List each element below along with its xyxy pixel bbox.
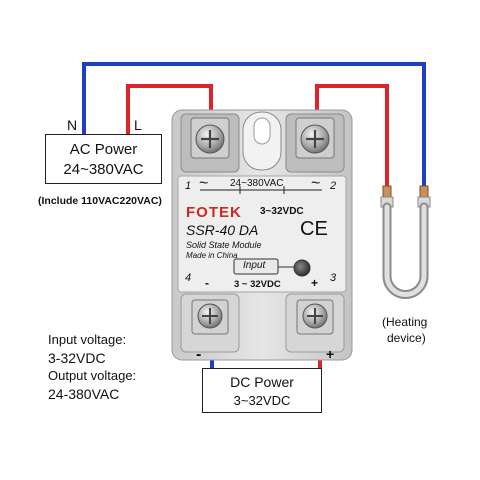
- dc-minus-label: -: [196, 346, 202, 363]
- output-range-label: 24~380VAC: [230, 178, 284, 189]
- ac-power-range: 24~380VAC: [63, 161, 144, 178]
- ac-symbol-right: ~: [311, 175, 321, 192]
- ce-mark: CE: [300, 218, 328, 240]
- output-voltage-label: Output voltage:: [48, 368, 137, 383]
- neutral-wire-ac-to-heater: [82, 62, 426, 190]
- led-indicator-icon: [293, 259, 311, 277]
- live-wire-terminal2-to-heater: [315, 84, 389, 190]
- ac-power-box: AC Power 24~380VAC: [45, 134, 162, 184]
- dc-plus-label: +: [326, 346, 335, 362]
- heater-label-line2: device): [387, 331, 426, 345]
- control-range-label: 3~32VDC: [260, 206, 304, 217]
- ac-l-label: L: [134, 117, 142, 133]
- dc-power-box: DC Power 3~32VDC: [202, 368, 322, 413]
- terminal-4-label: 4: [185, 272, 192, 284]
- ac-symbol-left: ~: [199, 175, 209, 192]
- brand-logo: FOTEK: [186, 204, 242, 221]
- ac-n-label: N: [67, 117, 78, 133]
- screw-terminal-icon: [190, 117, 230, 159]
- terminal-1-label: 1: [185, 180, 192, 192]
- screw-terminal-icon: [295, 117, 335, 159]
- screw-terminal-icon: [296, 299, 334, 335]
- model-label: SSR-40 DA: [186, 222, 259, 238]
- ac-power-note: (Include 110VAC220VAC): [38, 195, 162, 207]
- plus-sign: +: [311, 276, 319, 290]
- heater-label-line1: (Heating: [382, 315, 428, 329]
- input-range-label: 3 ~ 32VDC: [234, 279, 281, 290]
- origin-label: Made in China: [186, 251, 238, 260]
- input-voltage-value: 3-32VDC: [48, 350, 106, 366]
- terminal-3-label: 3: [330, 272, 337, 284]
- live-wire-ac-to-terminal1: [126, 84, 213, 134]
- output-voltage-value: 24-380VAC: [48, 386, 120, 402]
- terminal-2-label: 2: [330, 180, 337, 192]
- subtitle-label: Solid State Module: [186, 240, 262, 250]
- dc-power-title: DC Power: [230, 374, 294, 390]
- dc-power-range: 3~32VDC: [233, 393, 291, 408]
- minus-sign: -: [205, 276, 209, 290]
- ac-power-title: AC Power: [69, 141, 138, 158]
- input-voltage-label: Input voltage:: [48, 332, 127, 347]
- input-label: Input: [243, 260, 266, 271]
- screw-terminal-icon: [191, 299, 229, 335]
